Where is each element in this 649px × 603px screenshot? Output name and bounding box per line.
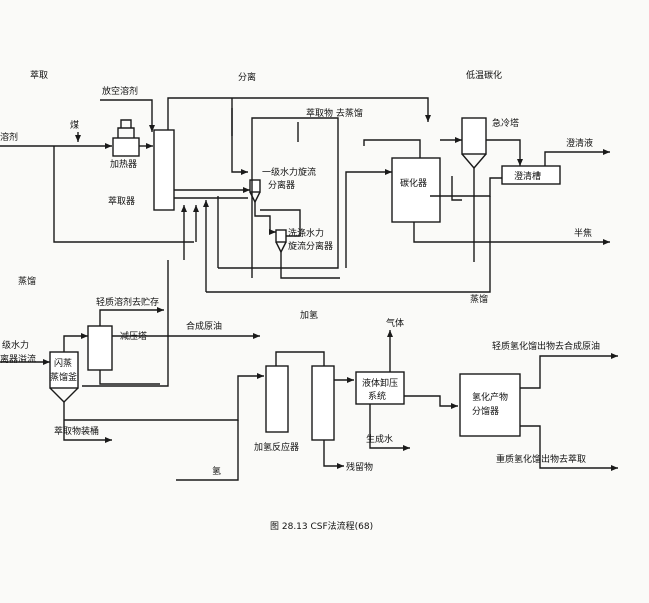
wash-hydrocyclone-label-line1: 洗涤水力 — [288, 227, 324, 239]
light-fraction-line — [520, 353, 618, 389]
flash-to-vacuum-line — [63, 333, 88, 352]
extract-to-tank-line — [63, 402, 112, 443]
wash-overflow-line — [260, 209, 301, 237]
hydrocyclone-1-label-line1: 一级水力旋流 — [262, 166, 316, 178]
vent-solvent-line — [100, 99, 155, 132]
hydro-reactor-2 — [311, 365, 335, 441]
residue-line — [323, 440, 344, 469]
heater-label: 加热器 — [110, 158, 137, 170]
wash-loop-line — [218, 117, 339, 269]
feed-to-carbonizer-line — [345, 169, 392, 268]
light-solvent-line — [99, 307, 164, 326]
section-label-extraction: 萃取 — [30, 70, 48, 81]
feed-to-hydro-line — [64, 373, 264, 421]
distill-return-loop — [206, 196, 491, 293]
figure-caption: 图 28.13 CSF法流程(68) — [270, 520, 373, 532]
hc1-to-wash-line — [254, 202, 276, 235]
stream-coal: 煤 — [70, 119, 79, 131]
stream-vent-solvent: 放空溶剂 — [102, 85, 138, 97]
carbonizer-label: 碳化器 — [400, 177, 427, 189]
heater — [112, 119, 140, 157]
reactor-connect-line — [275, 351, 325, 366]
stream-syn-crude: 合成原油 — [186, 320, 222, 332]
extractor-label: 萃取器 — [108, 196, 135, 207]
recycle-solvent-line — [53, 146, 194, 243]
stream-hydrocyclone-overflow-line1: 级水力 — [2, 339, 29, 351]
flash-drum — [49, 351, 79, 403]
wash-underflow-line — [280, 252, 340, 279]
vacuum-tower — [87, 325, 113, 371]
gls-to-fractionator-line — [404, 395, 458, 409]
fractionator-label-line2: 分馏器 — [472, 405, 499, 417]
heavy-fraction-line — [520, 425, 618, 471]
stream-gas: 气体 — [386, 317, 404, 329]
stream-extract-to-distill: 萃取物 去蒸馏 — [306, 107, 363, 119]
quench-recycle-line — [451, 176, 462, 201]
quench-to-clarifier-line — [486, 139, 523, 166]
gas-liquid-system — [355, 371, 405, 405]
stream-produced-water: 生成水 — [366, 433, 393, 445]
hydrocyclone-1-label-line2: 分离器 — [268, 179, 295, 191]
flash-drum-label-line2: 蒸馏釜 — [50, 371, 77, 383]
section-label-distillation-right: 蒸馏 — [470, 293, 488, 305]
clarifier-label: 澄清槽 — [514, 170, 541, 182]
produced-water-line — [369, 404, 410, 451]
stream-semi-coke: 半焦 — [574, 227, 592, 239]
extract-to-flash-line — [82, 260, 169, 387]
extractor-overhead-line — [167, 97, 431, 130]
gls-label-line1: 液体卸压 — [362, 377, 398, 389]
stream-light-solvent-storage: 轻质溶剂去贮存 — [96, 296, 159, 308]
hydro-reactor-label: 加氢反应器 — [254, 441, 299, 453]
quench-tower-label: 急冷塔 — [492, 117, 519, 129]
hydro-product-fractionator — [459, 373, 521, 437]
semi-coke-line — [413, 222, 610, 245]
gls-label-line2: 系统 — [368, 390, 386, 402]
clarifier-bottom-line — [430, 177, 502, 197]
stream-extract-to-tank: 萃取物装桶 — [54, 425, 99, 437]
clarified-oil-line — [544, 149, 610, 166]
section-label-separation: 分离 — [238, 71, 256, 83]
extractor — [153, 129, 175, 211]
stream-solvent-in: 溶剂 — [0, 131, 18, 143]
hydrogen-line — [176, 420, 239, 481]
flash-drum-label-line1: 闪蒸 — [54, 357, 72, 369]
section-label-hydrogenation: 加氢 — [300, 309, 318, 321]
fractionator-label-line1: 氢化产物 — [472, 391, 508, 403]
carbonizer-vent-line — [363, 139, 421, 158]
stream-light-fraction: 轻质氢化馏出物去合成原油 — [492, 340, 600, 352]
to-hydrocyclone-1-line — [231, 108, 248, 175]
stream-hydrogen: 氢 — [212, 465, 221, 477]
vacuum-bottom-line — [99, 370, 160, 385]
stream-residue: 残留物 — [346, 461, 373, 473]
clarifier — [501, 165, 561, 185]
wash-hydrocyclone — [275, 229, 287, 254]
quench-tower — [461, 117, 487, 170]
section-label-low-temp-carbonization: 低温碳化 — [466, 69, 502, 81]
stream-hydrocyclone-overflow-line2: 离器溢流 — [0, 353, 36, 365]
section-label-distillation-left: 蒸馏 — [18, 275, 36, 287]
carbonizer — [391, 157, 441, 223]
stream-clarified-oil: 澄清液 — [566, 137, 593, 149]
wash-hydrocyclone-label-line2: 旋流分离器 — [288, 240, 333, 252]
stream-heavy-fraction: 重质氢化馏出物去萃取 — [496, 453, 586, 465]
hydro-reactor-1 — [265, 365, 289, 433]
extract-loop-line — [251, 117, 300, 278]
